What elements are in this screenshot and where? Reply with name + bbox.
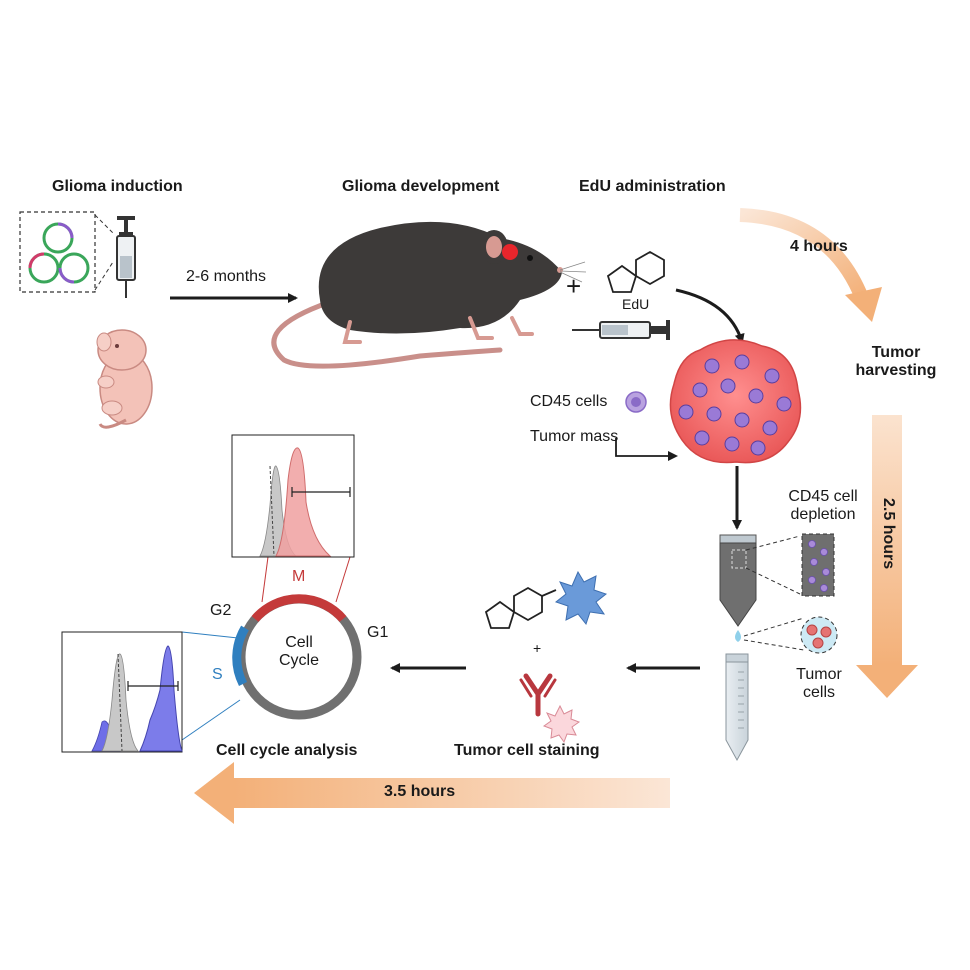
syringe-icon <box>572 320 670 340</box>
staining-plus-sign: + <box>533 640 542 656</box>
step-tumor-harvesting: Tumor harvesting <box>836 344 956 381</box>
plasmid-icon <box>19 211 114 293</box>
tumor-icon <box>669 339 802 464</box>
phase-m-label: M <box>292 568 306 585</box>
centrifuge-tube-icon <box>719 534 757 627</box>
pup-icon <box>96 329 153 429</box>
cell-cycle-line2: Cycle <box>278 652 319 670</box>
edu-molecule-icon <box>484 586 557 629</box>
arrow-3-5-hours <box>194 762 670 824</box>
connector-line <box>261 556 269 603</box>
mouse-icon <box>271 221 587 369</box>
histogram-icon <box>61 631 183 753</box>
zoom-line <box>745 535 801 551</box>
cell-cycle-center-label: Cell Cycle <box>259 634 339 671</box>
fluorophore-icon <box>554 570 608 626</box>
droplet-icon <box>735 630 741 642</box>
step-tumor-harvesting-line2: harvesting <box>855 362 937 380</box>
duration-3-5-hours: 3.5 hours <box>384 783 456 800</box>
zoom-line <box>743 639 805 651</box>
cell-cycle-line1: Cell <box>285 634 313 651</box>
tumor-cells-zoom-icon <box>800 616 838 654</box>
plus-sign: + <box>566 271 582 301</box>
magnetic-column-icon <box>801 533 835 597</box>
step-edu-administration: EdU administration <box>579 178 726 195</box>
duration-2-5-hours: 2.5 hours <box>880 498 897 570</box>
step-cell-cycle-analysis: Cell cycle analysis <box>216 742 358 759</box>
phase-s-label: S <box>212 666 223 683</box>
syringe-icon <box>116 216 136 298</box>
step-tumor-harvesting-line1: Tumor <box>871 344 921 361</box>
zoom-line <box>743 617 805 637</box>
tumor-cells-label: Tumor cells <box>774 666 864 703</box>
histogram-icon <box>231 434 355 558</box>
tumor-mass-pointer <box>615 438 678 461</box>
conical-tube-icon <box>725 653 749 762</box>
arrow-edu-to-tumor <box>675 288 745 344</box>
connector-line <box>335 556 351 603</box>
fluorophore-icon <box>542 704 581 744</box>
zoom-line <box>745 567 801 595</box>
cell-cycle-ring <box>232 594 362 720</box>
edu-molecule-icon <box>606 250 665 293</box>
arrow-2-5-hours <box>856 415 918 698</box>
step-tumor-cell-staining: Tumor cell staining <box>454 742 600 759</box>
phase-g1-label: G1 <box>367 624 389 641</box>
cd45-cells-label: CD45 cells <box>530 393 608 410</box>
arrow-4-hours <box>739 208 882 322</box>
connector-line <box>181 631 239 639</box>
step-glioma-induction: Glioma induction <box>52 178 183 195</box>
cd45-depletion-line1: CD45 cell <box>788 488 858 505</box>
edu-label: EdU <box>622 296 650 312</box>
connector-line <box>181 699 241 741</box>
phase-g2-label: G2 <box>210 602 232 619</box>
step-glioma-development: Glioma development <box>342 178 500 195</box>
duration-4-hours: 4 hours <box>790 238 848 255</box>
tumor-cells-line2: cells <box>802 684 835 702</box>
antibody-icon <box>519 673 557 717</box>
cd45-depletion-line2: depletion <box>790 506 856 524</box>
duration-2-6-months: 2-6 months <box>186 268 267 285</box>
cd45-depletion-label: CD45 cell depletion <box>768 488 878 525</box>
tumor-mass-label: Tumor mass <box>530 428 619 445</box>
tumor-cells-line1: Tumor <box>796 666 842 683</box>
cd45-cell-icon <box>625 391 647 413</box>
